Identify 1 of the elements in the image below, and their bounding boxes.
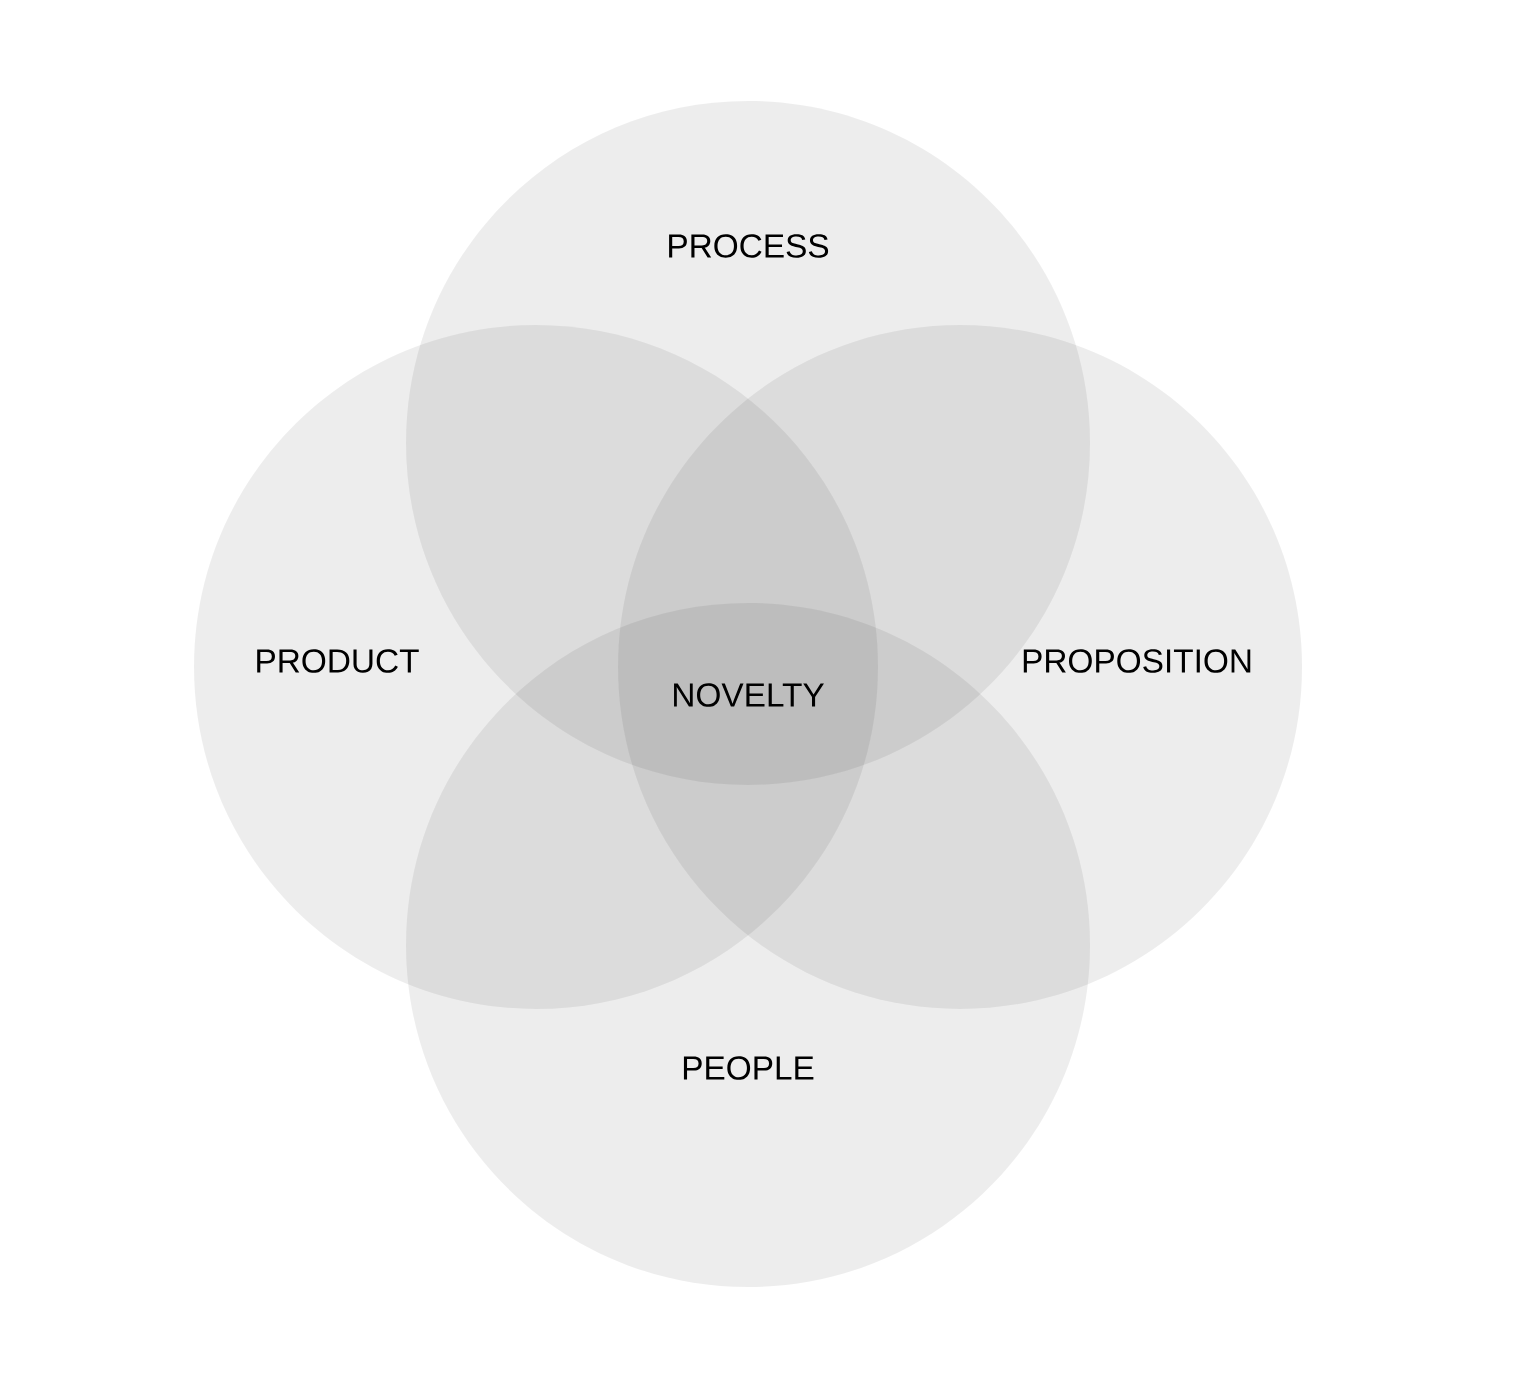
overlap-label: NOVELTY [674,683,824,707]
